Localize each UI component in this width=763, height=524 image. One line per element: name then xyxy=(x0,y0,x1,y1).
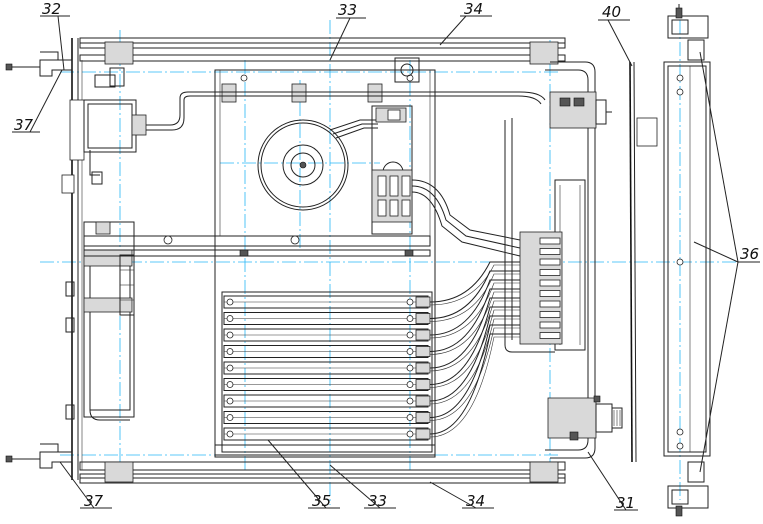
wire-harness xyxy=(429,261,520,438)
connector-pin xyxy=(539,290,561,297)
card-screw xyxy=(226,298,234,306)
card-screw xyxy=(226,381,234,388)
harness-wire xyxy=(429,315,520,402)
harness-wire xyxy=(429,306,520,385)
harness-wire xyxy=(429,264,520,306)
connector-pin xyxy=(539,300,561,308)
card-screw xyxy=(226,397,234,405)
label-35: 35 xyxy=(312,492,331,510)
card-screw xyxy=(406,414,414,421)
card-screw xyxy=(406,364,414,372)
label-31: 31 xyxy=(616,494,635,512)
connector-pin xyxy=(539,237,561,245)
card-connector xyxy=(415,329,431,341)
connector-pin xyxy=(539,332,561,339)
card-screw xyxy=(226,414,234,421)
label-37-left: 37 xyxy=(14,116,34,134)
harness-wire xyxy=(429,279,520,336)
connector-pin xyxy=(539,321,561,329)
harness-wire xyxy=(429,318,520,405)
card-screw xyxy=(226,331,234,339)
cover-plate-40 xyxy=(629,61,658,463)
card-screw xyxy=(406,331,414,339)
harness-wire xyxy=(429,324,520,418)
card-screw xyxy=(406,430,414,438)
circuit-card-stack xyxy=(221,291,433,453)
card-connector xyxy=(415,362,431,374)
label-40: 40 xyxy=(602,3,621,21)
harness-wire xyxy=(429,273,520,322)
label-37-bottom: 37 xyxy=(84,492,104,510)
card-connector xyxy=(415,412,431,423)
harness-wire xyxy=(429,291,520,355)
connector-pin xyxy=(539,269,561,276)
card-connector xyxy=(415,296,431,308)
harness-wire xyxy=(429,327,520,421)
harness-wire xyxy=(429,282,520,339)
connector-pin xyxy=(539,311,561,318)
card-screw xyxy=(226,348,234,355)
left-lower-assembly xyxy=(65,221,135,421)
harness-wire xyxy=(429,300,520,372)
card-screw xyxy=(406,315,414,322)
main-chassis xyxy=(214,69,546,458)
card-screw xyxy=(406,298,414,306)
harness-wire xyxy=(429,297,520,369)
harness-wire xyxy=(429,261,520,303)
toroidal-transformer xyxy=(257,119,378,211)
label-36: 36 xyxy=(740,245,759,263)
right-rear-panel xyxy=(504,61,623,459)
label-32: 32 xyxy=(42,0,61,18)
relay-block xyxy=(371,57,521,257)
side-rail-36 xyxy=(663,4,711,517)
card-screw xyxy=(406,381,414,388)
connector-pin xyxy=(539,248,561,255)
card-screw xyxy=(406,348,414,355)
callout-labels: 32 33 34 40 37 36 37 35 33 34 31 xyxy=(14,0,759,512)
card-connector xyxy=(415,428,431,440)
card-screw xyxy=(226,364,234,372)
card-screw xyxy=(406,397,414,405)
label-33-top: 33 xyxy=(338,1,357,19)
top-rail xyxy=(79,37,566,65)
card-screw xyxy=(226,430,234,438)
label-33-bottom: 33 xyxy=(368,492,387,510)
leader-lines xyxy=(12,15,760,511)
connector-pin xyxy=(539,258,561,266)
card-screw xyxy=(226,315,234,322)
card-connector xyxy=(415,395,431,407)
harness-wire xyxy=(429,288,520,352)
card-connector xyxy=(415,379,431,390)
bottom-rail xyxy=(79,461,566,484)
card-connector xyxy=(415,313,431,324)
harness-wire xyxy=(429,270,520,319)
connector-pin xyxy=(539,279,561,287)
harness-wire xyxy=(429,333,520,435)
harness-wire xyxy=(429,336,520,438)
left-filter-block xyxy=(83,67,218,185)
label-34-top: 34 xyxy=(464,0,483,18)
label-34-bottom: 34 xyxy=(466,492,485,510)
left-front-panel xyxy=(5,38,85,480)
harness-wire xyxy=(429,309,520,388)
card-connector xyxy=(415,346,431,357)
middle-crossbar xyxy=(83,235,431,257)
center-lines xyxy=(40,20,745,505)
